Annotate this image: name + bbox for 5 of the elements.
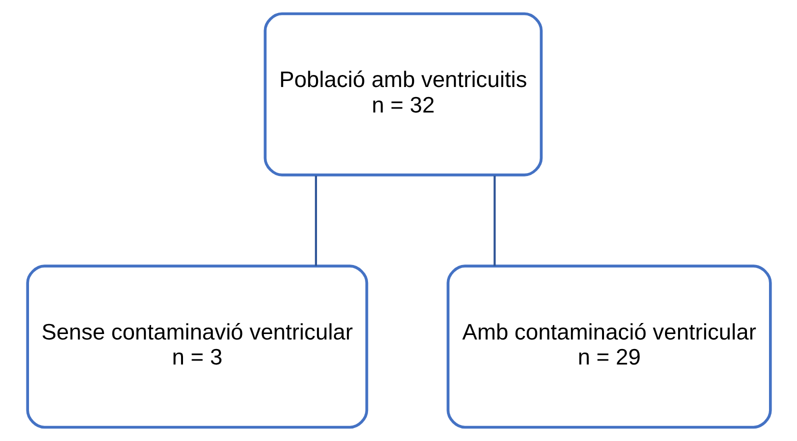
node-box: Sense contaminavió ventricular n = 3 [26,264,368,429]
node-box: Població amb ventricuitis n = 32 [263,12,542,176]
node-box: Amb contaminació ventricular n = 29 [446,264,772,429]
connector [314,176,316,266]
connector [493,176,496,266]
